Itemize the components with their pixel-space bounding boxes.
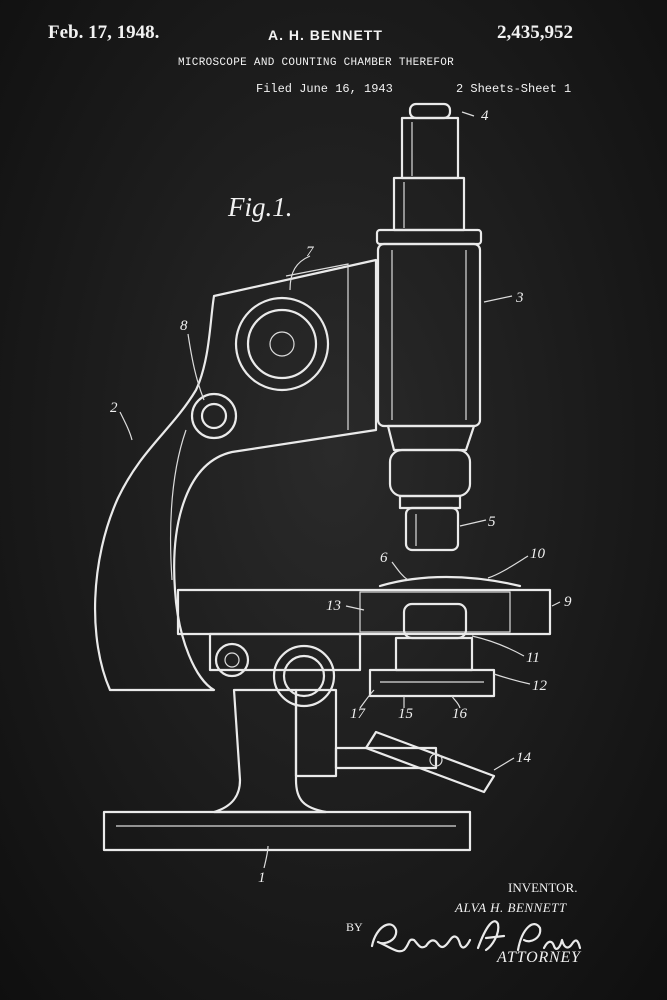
stage-drawing <box>176 575 552 698</box>
objective-drawing <box>404 506 460 552</box>
attorney-label: ATTORNEY <box>497 949 581 966</box>
fine-focus-knob-drawing <box>190 392 238 440</box>
ref-10: 10 <box>530 546 546 562</box>
sheet-count: 2 Sheets-Sheet 1 <box>456 82 572 96</box>
ref-9: 9 <box>564 594 572 610</box>
leader-lines <box>119 111 561 869</box>
patent-date: Feb. 17, 1948. <box>48 22 160 43</box>
ref-5: 5 <box>488 514 496 530</box>
ref-1: 1 <box>258 870 266 886</box>
ref-11: 11 <box>526 650 540 666</box>
inventor-label: INVENTOR. <box>508 880 578 895</box>
eyepiece-drawing <box>392 102 466 232</box>
ref-16: 16 <box>452 706 468 722</box>
attorney-signature <box>370 920 582 953</box>
figure-label: Fig.1. <box>228 192 293 222</box>
ref-8: 8 <box>180 318 188 334</box>
filing-date: Filed June 16, 1943 <box>256 82 393 96</box>
patent-title: MICROSCOPE AND COUNTING CHAMBER THEREFOR <box>178 57 455 69</box>
arm-drawing <box>93 258 378 692</box>
header-inventor-name: A. H. BENNETT <box>268 27 383 43</box>
ref-4: 4 <box>481 108 489 124</box>
patent-number: 2,435,952 <box>497 22 573 43</box>
ref-13: 13 <box>326 598 341 614</box>
ref-3: 3 <box>515 290 524 306</box>
coarse-focus-knob-drawing <box>234 296 330 392</box>
ref-17: 17 <box>350 706 367 722</box>
reference-numerals: 4 3 5 7 8 2 6 10 9 13 11 12 14 17 15 16 … <box>110 108 572 886</box>
ref-12: 12 <box>532 678 548 694</box>
substage-knobs-drawing <box>208 632 362 708</box>
ref-6: 6 <box>380 550 388 566</box>
base-drawing <box>102 688 472 852</box>
mirror-lever-drawing <box>334 730 496 794</box>
ref-7: 7 <box>306 244 315 260</box>
by-label: BY <box>346 920 363 934</box>
ref-14: 14 <box>516 750 532 766</box>
ref-15: 15 <box>398 706 414 722</box>
body-tube-drawing <box>375 228 483 510</box>
ref-2: 2 <box>110 400 118 416</box>
inventor-name: ALVA H. BENNETT <box>455 900 567 915</box>
